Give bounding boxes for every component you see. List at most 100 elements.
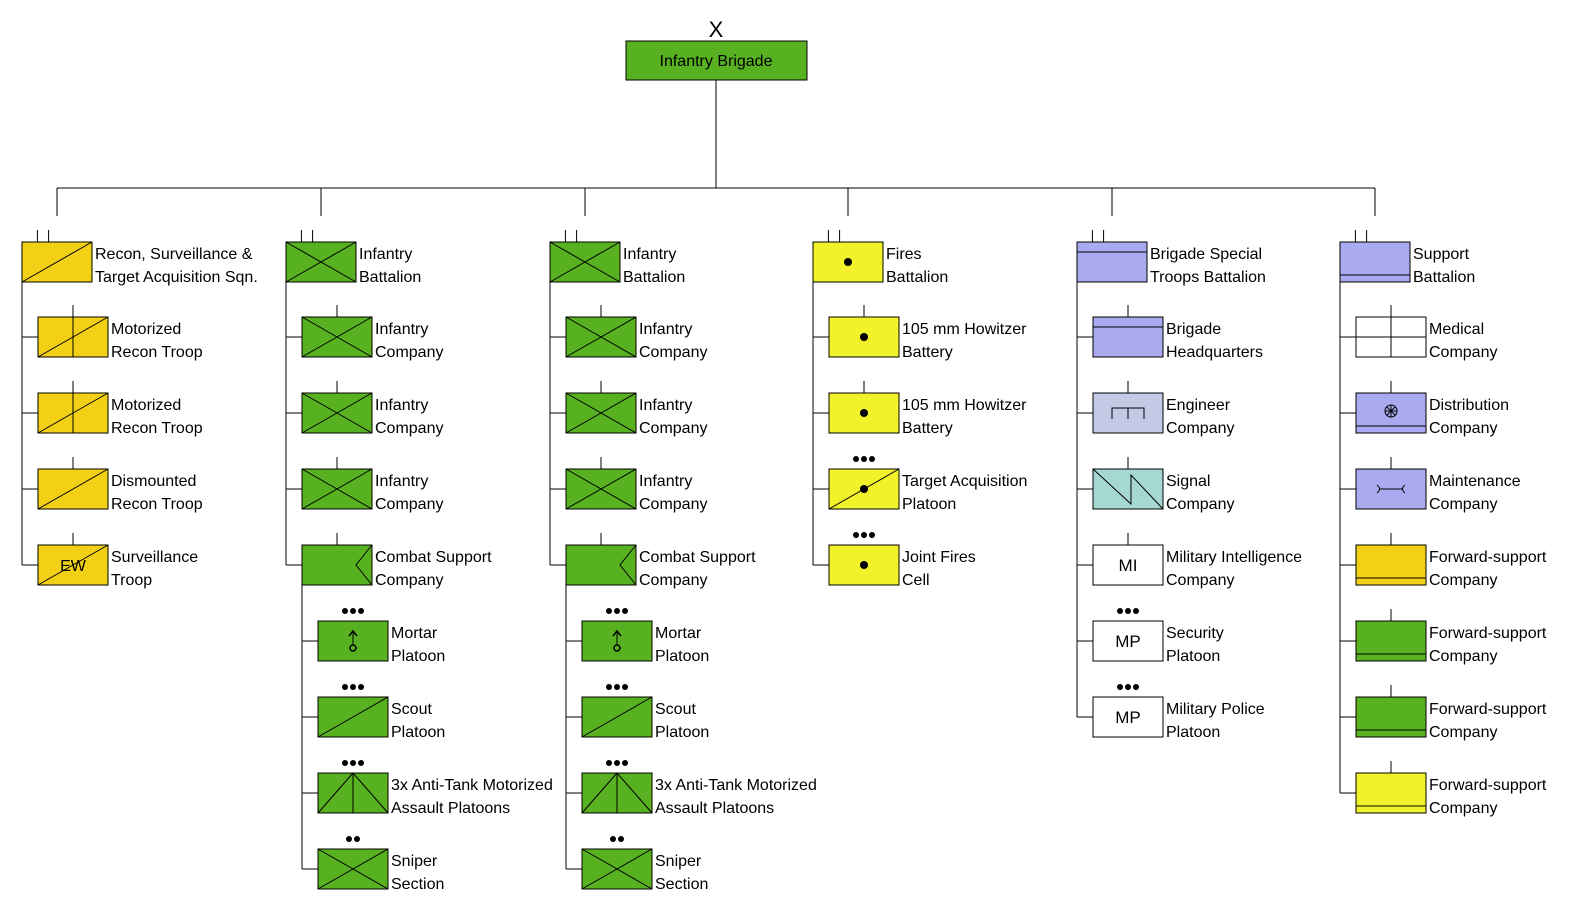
mortar-platoon-label-line: Mortar (655, 625, 702, 642)
infantry-company-label-line: Infantry (639, 473, 692, 490)
echelon-dot-icon (1133, 608, 1139, 614)
echelon-dot-icon (614, 608, 620, 614)
signal-company-label-line: Signal (1166, 473, 1210, 490)
military-police-platoon-symbol-box (1092, 696, 1164, 738)
combat-support-company-symbol-box (301, 544, 373, 586)
echelon-dot-icon (614, 760, 620, 766)
infantry-battalion-label-line: Battalion (359, 269, 421, 286)
echelon-dot-icon (853, 456, 859, 462)
signal-company-symbol-box (1092, 468, 1164, 510)
echelon-dot-icon (346, 836, 352, 842)
3x-anti-tank-motorized-assault-platoons-label-line: Assault Platoons (655, 800, 774, 817)
infantry-company-label-line: Company (375, 496, 443, 513)
recon-surveillance-target-acquisition-sqn-label-line: Recon, Surveillance & (95, 246, 253, 263)
infantry-battalion-label-line: Battalion (623, 269, 685, 286)
mortar-platoon-label-line: Platoon (391, 648, 445, 665)
maintenance-company-label-line: Company (1429, 496, 1497, 513)
signal-lightning-icon (1092, 468, 1164, 510)
infantry-company-label-line: Company (639, 420, 707, 437)
dismounted-recon-troop-label-line: Dismounted (111, 473, 196, 490)
echelon-dot-icon (342, 760, 348, 766)
echelon-dot-icon (606, 684, 612, 690)
dismounted-recon-troop-label-line: Recon Troop (111, 496, 203, 513)
3x-anti-tank-motorized-assault-platoons-label-line: Assault Platoons (391, 800, 510, 817)
3x-anti-tank-motorized-assault-platoons-label-line: 3x Anti-Tank Motorized (391, 777, 553, 794)
combat-support-company-label-line: Company (375, 572, 443, 589)
infantry-cross-icon (301, 316, 373, 358)
echelon-dot-icon (1117, 684, 1123, 690)
forward-support-company-symbol-box (1355, 620, 1427, 662)
anti-tank-icon (616, 772, 653, 814)
infantry-cross-icon (581, 848, 653, 890)
column-3: InfantryBattalionInfantryCompanyInfantry… (549, 230, 817, 893)
forward-support-company-label-line: Company (1429, 800, 1497, 817)
echelon-dot-icon (606, 760, 612, 766)
echelon-dot-icon (358, 760, 364, 766)
echelon-dot-icon (342, 684, 348, 690)
105-mm-howitzer-battery-label-line: Battery (902, 344, 953, 361)
forward-support-company-label-line: Forward-support (1429, 625, 1547, 642)
military-police-platoon-label-line: Platoon (1166, 724, 1220, 741)
echelon-dot-icon (618, 836, 624, 842)
joint-fires-cell-label-line: Cell (902, 572, 930, 589)
infantry-company-label-line: Company (639, 344, 707, 361)
infantry-company-label-line: Infantry (375, 473, 428, 490)
artillery-dot-icon (844, 258, 852, 266)
infantry-battalion-label-line: Infantry (359, 246, 412, 263)
signal-company-label-line: Company (1166, 496, 1234, 513)
mortar-icon (612, 629, 622, 637)
infantry-company-label-line: Infantry (639, 397, 692, 414)
echelon-dot-icon (614, 684, 620, 690)
scout-platoon-label-line: Platoon (391, 724, 445, 741)
infantry-company-label-line: Company (639, 496, 707, 513)
anti-tank-icon (352, 772, 389, 814)
recon-slash-icon (317, 696, 389, 738)
105-mm-howitzer-battery-label-line: 105 mm Howitzer (902, 321, 1027, 338)
echelon-dot-icon (622, 608, 628, 614)
infantry-battalion-label-line: Infantry (623, 246, 676, 263)
echelon-dot-icon (622, 684, 628, 690)
mortar-platoon-label-line: Mortar (391, 625, 438, 642)
artillery-dot-icon (860, 409, 868, 417)
brigade-echelon-marker: X (709, 17, 724, 42)
echelon-dot-icon (350, 760, 356, 766)
mortar-platoon-symbol-box (581, 620, 653, 662)
units: Recon, Surveillance &Target Acquisition … (21, 230, 1547, 893)
military-intelligence-company-label-line: Military Intelligence (1166, 549, 1302, 566)
forward-support-company-label-line: Company (1429, 572, 1497, 589)
military-intelligence-company-label-line: Company (1166, 572, 1234, 589)
distribution-company-label-line: Distribution (1429, 397, 1509, 414)
mortar-platoon-label-line: Platoon (655, 648, 709, 665)
support-battalion-label-line: Support (1413, 246, 1470, 263)
column-2: InfantryBattalionInfantryCompanyInfantry… (285, 230, 553, 893)
target-acquisition-platoon-label-line: Target Acquisition (902, 473, 1027, 490)
infantry-company-label-line: Company (375, 344, 443, 361)
3x-anti-tank-motorized-assault-platoons-label-line: 3x Anti-Tank Motorized (655, 777, 817, 794)
anti-tank-icon (581, 772, 618, 814)
motorized-recon-troop-label-line: Recon Troop (111, 420, 203, 437)
echelon-dot-icon (350, 608, 356, 614)
fires-battalion-label-line: Fires (886, 246, 922, 263)
infantry-cross-icon (301, 392, 373, 434)
echelon-dot-icon (1125, 608, 1131, 614)
recon-slash-icon (37, 468, 109, 510)
surveillance-troop-label-line: Surveillance (111, 549, 198, 566)
distribution-company-label-line: Company (1429, 420, 1497, 437)
recon-slash-icon (21, 241, 93, 283)
military-police-platoon-label-line: Military Police (1166, 701, 1265, 718)
mp-symbol-text: MP (1115, 632, 1141, 651)
joint-fires-cell-label-line: Joint Fires (902, 549, 976, 566)
infantry-brigade-box (625, 40, 808, 81)
motorized-recon-troop-label-line: Recon Troop (111, 344, 203, 361)
target-acquisition-platoon-label-line: Platoon (902, 496, 956, 513)
surveillance-troop-label-line: Troop (111, 572, 152, 589)
forward-support-company-label-line: Company (1429, 724, 1497, 741)
combat-support-icon (619, 544, 637, 586)
forward-support-company-label-line: Forward-support (1429, 549, 1547, 566)
brigade-headquarters-symbol-box (1092, 316, 1164, 358)
echelon-dot-icon (1133, 684, 1139, 690)
brigade-headquarters-label-line: Brigade (1166, 321, 1221, 338)
engineer-company-label-line: Engineer (1166, 397, 1231, 414)
combat-support-company-symbol-box (565, 544, 637, 586)
anti-tank-icon (317, 772, 354, 814)
